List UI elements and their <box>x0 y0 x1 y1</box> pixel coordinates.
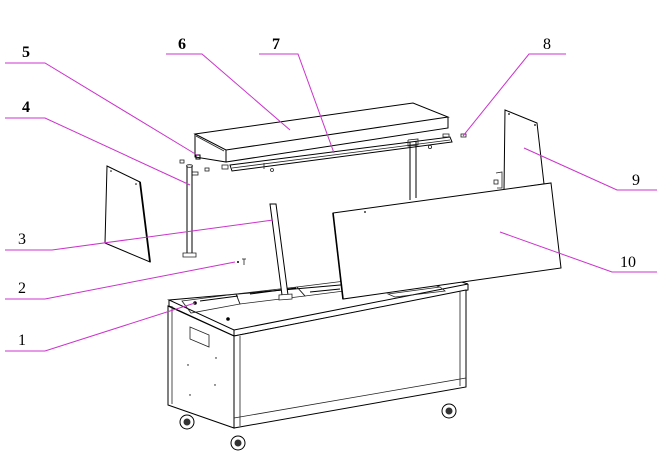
part-10-front-panel <box>332 182 562 300</box>
callout-7: 7 <box>272 36 280 53</box>
right-support-post <box>407 138 419 200</box>
part-9-right-side-panel <box>493 109 545 191</box>
callout-5: 5 <box>22 44 30 61</box>
callout-10: 10 <box>620 254 636 271</box>
caster-wheel <box>179 414 195 430</box>
left-side-panel <box>104 165 151 263</box>
part-3-center-post <box>269 203 293 301</box>
callout-3: 3 <box>18 231 26 248</box>
callout-4: 4 <box>22 99 30 116</box>
callout-8: 8 <box>543 36 551 53</box>
callout-1: 1 <box>18 332 26 349</box>
part-2-fasteners <box>237 258 246 265</box>
part-6-top-shelf <box>193 102 450 163</box>
part-5-fasteners <box>179 154 210 176</box>
part-8-fastener <box>460 133 467 138</box>
callout-6: 6 <box>178 36 186 53</box>
caster-wheel <box>441 403 457 419</box>
callout-9: 9 <box>632 172 640 189</box>
part-7-shelf-rail <box>221 133 453 172</box>
callout-leaders <box>5 53 657 352</box>
part-1-cart-body <box>167 275 469 451</box>
part-4-left-post <box>182 164 197 258</box>
caster-wheel <box>230 435 246 451</box>
callout-labels: 1 2 3 4 5 6 7 8 9 10 <box>18 36 640 349</box>
callout-2: 2 <box>18 280 26 297</box>
